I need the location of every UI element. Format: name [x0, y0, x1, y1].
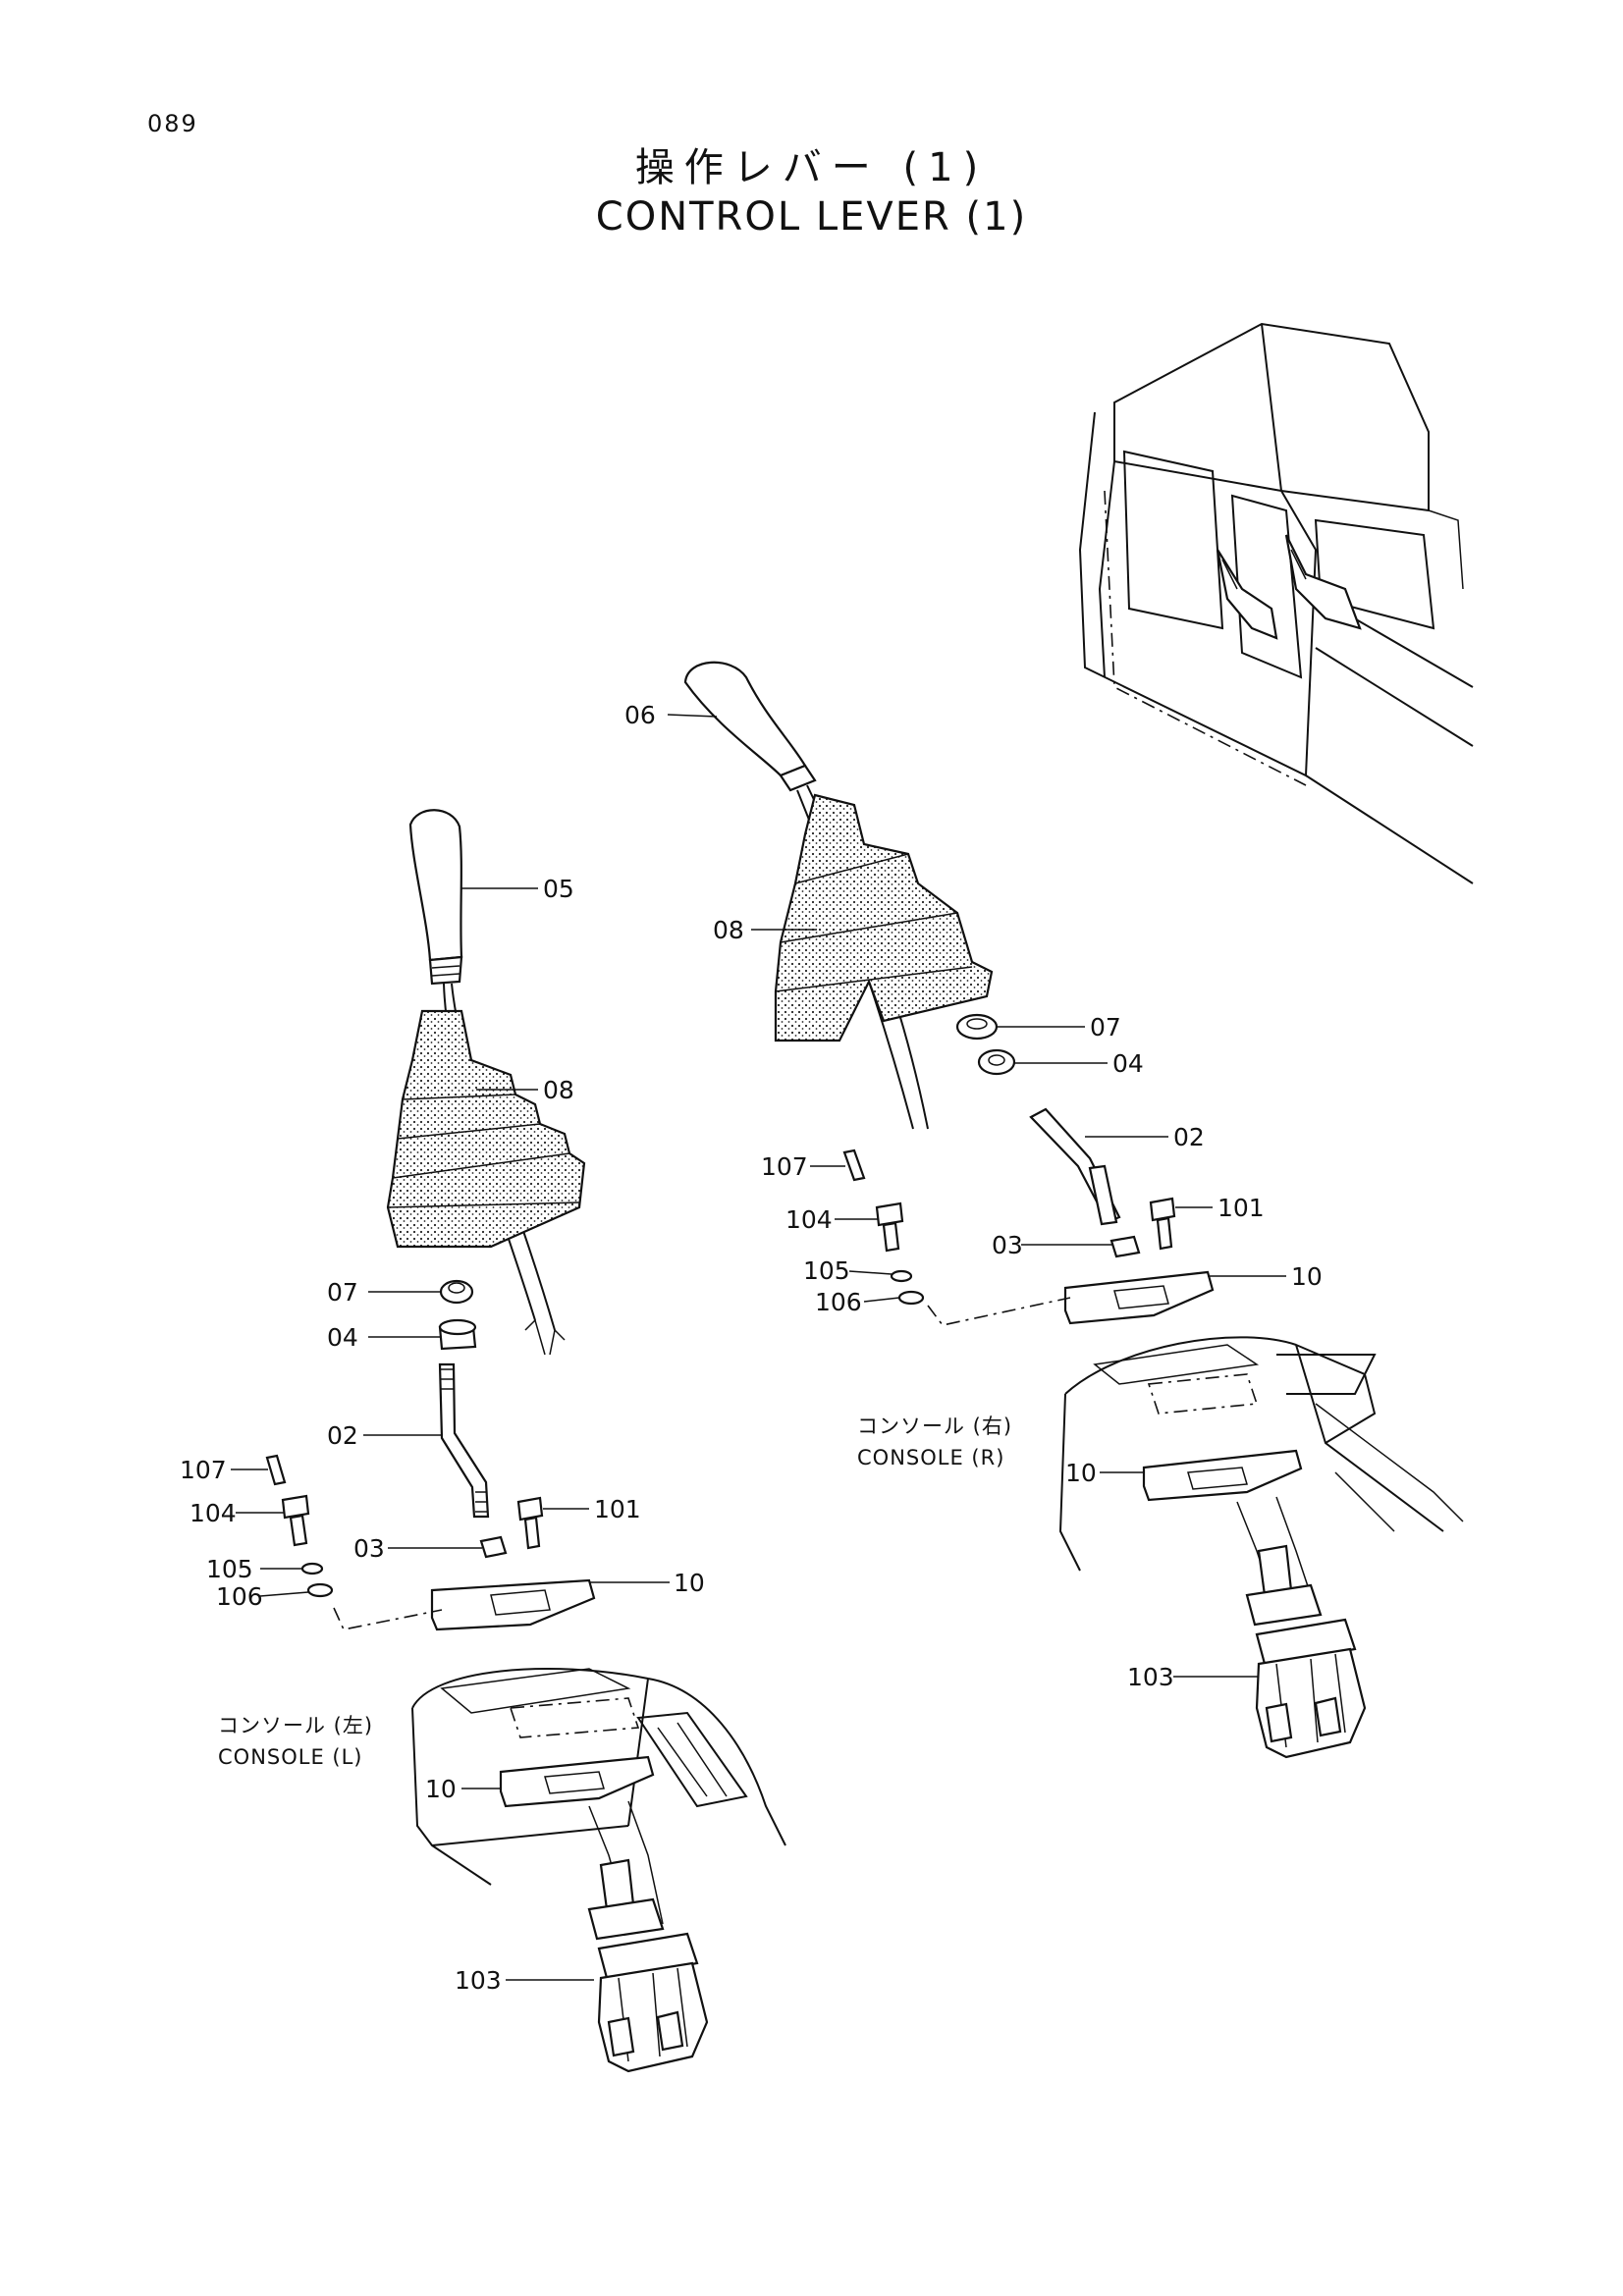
- leader-lines: [231, 714, 1286, 1981]
- washer-106-left: [306, 1582, 334, 1598]
- washer-105-right: [890, 1269, 913, 1283]
- plate-10-lower-left: [499, 1755, 655, 1808]
- label-105-right: 105: [803, 1256, 850, 1285]
- console-right: [1058, 1336, 1444, 1572]
- right-lever-assembly: [683, 661, 1464, 1759]
- label-07-right: 07: [1090, 1013, 1121, 1041]
- washer-105-left: [300, 1562, 324, 1575]
- left-part-labels: 05 08 07 04 02 107 104 101 03 105 10 106…: [180, 875, 705, 1995]
- label-104-right: 104: [785, 1205, 833, 1234]
- console-right-jp: コンソール (右): [857, 1415, 1012, 1438]
- console-left-en: CONSOLE (L): [218, 1745, 363, 1769]
- lever-02-left: [438, 1362, 490, 1519]
- nut-04-right: [977, 1048, 1016, 1076]
- label-08-left: 08: [543, 1076, 574, 1104]
- nut-07-left: [439, 1279, 474, 1305]
- label-03-left: 03: [353, 1534, 385, 1563]
- pilot-valve-103-left: [587, 1858, 709, 2073]
- label-04-right: 04: [1112, 1049, 1144, 1078]
- label-101-left: 101: [594, 1495, 641, 1523]
- plate-10-lower-right: [1142, 1449, 1303, 1502]
- grip-06-right: [683, 661, 807, 777]
- grip-05-left: [408, 809, 463, 962]
- label-101-right: 101: [1217, 1194, 1265, 1222]
- label-103-right: 103: [1127, 1663, 1174, 1691]
- label-10-upper-right: 10: [1291, 1262, 1323, 1291]
- title-english: CONTROL LEVER (1): [595, 194, 1028, 240]
- label-106-left: 106: [216, 1582, 263, 1611]
- console-left: [411, 1668, 786, 1886]
- washer-106-right: [897, 1290, 925, 1306]
- pin-107-left: [265, 1454, 287, 1486]
- nut-03-left: [479, 1535, 508, 1559]
- boot-08-right: [774, 793, 994, 1042]
- label-10-upper-left: 10: [674, 1569, 705, 1597]
- label-05-left: 05: [543, 875, 574, 903]
- plate-10-upper-left: [430, 1578, 596, 1631]
- left-lever-assembly: [265, 809, 786, 2073]
- pin-107-right: [842, 1148, 866, 1182]
- bolt-104-left: [281, 1494, 310, 1520]
- nut-03-right: [1109, 1235, 1141, 1258]
- label-10-lower-right: 10: [1065, 1459, 1097, 1487]
- cab-overview-illustration: [1078, 322, 1474, 884]
- bolt-101-right: [1149, 1197, 1176, 1222]
- label-02-right: 02: [1173, 1123, 1205, 1151]
- page-number: 089: [147, 110, 198, 137]
- plate-10-upper-right: [1063, 1270, 1215, 1325]
- label-06-right: 06: [624, 701, 656, 729]
- title-japanese: 操作レバー (1): [634, 145, 989, 190]
- label-04-left: 04: [327, 1323, 358, 1352]
- label-08-right: 08: [713, 916, 744, 944]
- label-107-right: 107: [761, 1152, 808, 1181]
- label-103-left: 103: [455, 1966, 502, 1995]
- console-left-jp: コンソール (左): [218, 1714, 373, 1737]
- right-part-labels: 06 08 07 04 02 107 104 101 03 10 105 106…: [624, 701, 1323, 1691]
- label-07-left: 07: [327, 1278, 358, 1307]
- console-right-en: CONSOLE (R): [857, 1446, 1004, 1469]
- label-10-lower-left: 10: [425, 1775, 457, 1803]
- bolt-101-left: [516, 1496, 544, 1522]
- label-104-left: 104: [189, 1499, 237, 1527]
- label-03-right: 03: [992, 1231, 1023, 1259]
- label-107-left: 107: [180, 1456, 227, 1484]
- bolt-104-right: [875, 1201, 904, 1227]
- label-106-right: 106: [815, 1288, 862, 1316]
- label-105-left: 105: [206, 1555, 253, 1583]
- label-02-left: 02: [327, 1421, 358, 1450]
- pilot-valve-103-right: [1245, 1544, 1367, 1759]
